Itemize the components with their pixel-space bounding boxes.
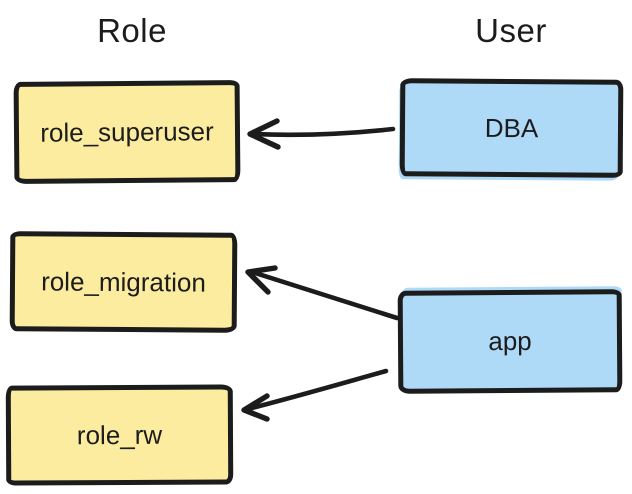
column-title-user: User [475, 12, 547, 49]
node-user-app: app [397, 289, 623, 394]
arrow-app-to-role-migration [245, 265, 400, 321]
node-user-dba: DBA [399, 78, 624, 178]
node-role-rw: role_rw [5, 384, 234, 486]
node-role-superuser: role_superuser [13, 80, 241, 184]
node-user-dba-label: DBA [484, 112, 539, 143]
node-user-app-label: app [488, 325, 532, 357]
column-title-role: Role [97, 12, 167, 49]
node-role-migration-label: role_migration [41, 265, 206, 298]
node-role-superuser-label: role_superuser [40, 115, 214, 148]
arrow-app-to-role-rw [241, 368, 389, 422]
node-role-migration: role_migration [9, 231, 238, 333]
node-role-rw-label: role_rw [76, 419, 163, 450]
arrow-dba-to-role-superuser [247, 118, 396, 150]
